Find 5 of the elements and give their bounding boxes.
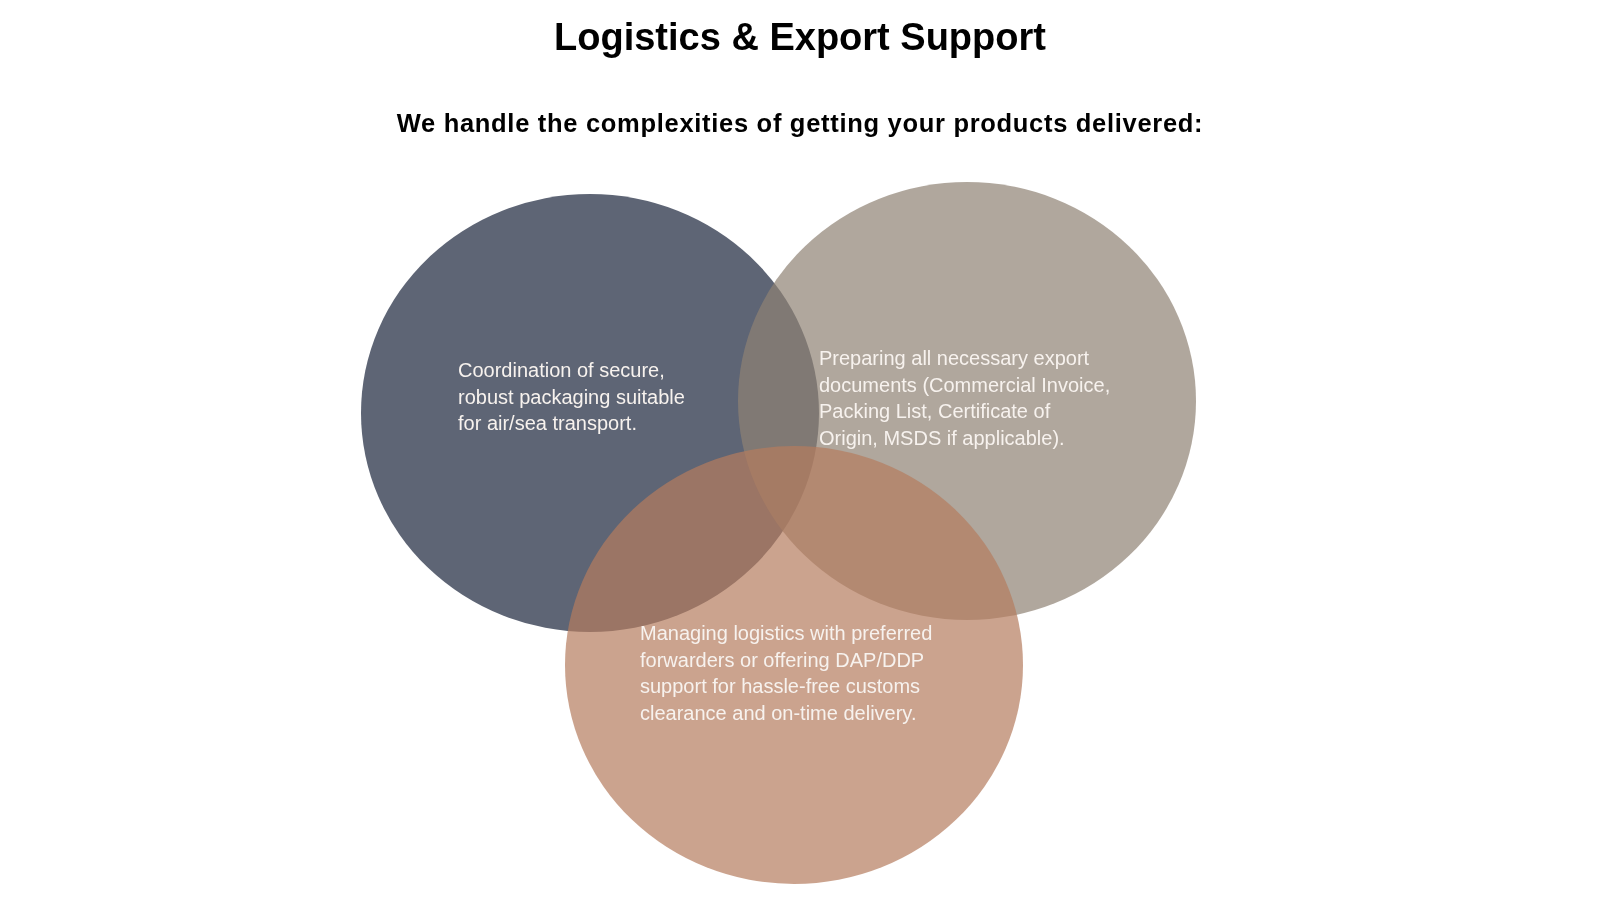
subtitle: We handle the complexities of getting your products delivered: xyxy=(396,109,1204,138)
circle-text: Coordination of secure, robust packaging suitable for air/sea transport. xyxy=(458,358,686,436)
title: Logistics & Export Support xyxy=(554,16,1046,59)
circle-text: Preparing all necessary export documents (Commercial Invoice, Packing List, Certificate of Origin, MSDS if applicable). xyxy=(819,346,1112,451)
circle-text: Managing logistics with preferred forwarders or offering DAP/DDP support for hassle-free customs clearance and on-time delivery. xyxy=(640,621,934,726)
